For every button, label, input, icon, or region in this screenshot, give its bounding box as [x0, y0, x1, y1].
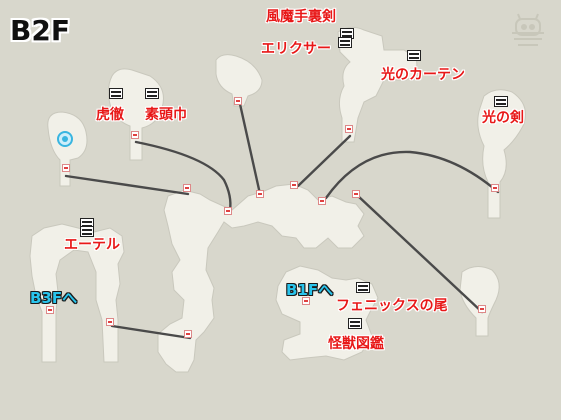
- door-icon[interactable]: [491, 184, 499, 192]
- label-ether: エーテル: [64, 237, 120, 253]
- door-icon[interactable]: [478, 305, 486, 313]
- treasure-chest-icon[interactable]: [80, 226, 94, 237]
- label-headband: 素頭巾: [145, 107, 187, 123]
- passage-bottom-left: [110, 324, 192, 340]
- mascot-logo-icon: [512, 13, 544, 46]
- label-light-sword: 光の剣: [482, 110, 524, 126]
- door-icon[interactable]: [345, 125, 353, 133]
- exit-down-label[interactable]: B3Fへ: [30, 289, 78, 307]
- door-icon[interactable]: [46, 306, 54, 314]
- door-icon[interactable]: [256, 190, 264, 198]
- room-ether: [29, 223, 125, 363]
- room-upper-mid: [215, 54, 263, 107]
- room-bottom-right: [459, 266, 500, 337]
- passage-left-top: [64, 174, 190, 196]
- treasure-chest-icon[interactable]: [145, 88, 159, 99]
- door-icon[interactable]: [106, 318, 114, 326]
- door-icon[interactable]: [234, 97, 242, 105]
- door-icon[interactable]: [131, 131, 139, 139]
- door-icon[interactable]: [290, 181, 298, 189]
- door-icon[interactable]: [184, 330, 192, 338]
- label-fuuma-shuriken: 風魔手裏剣: [266, 9, 336, 25]
- passage-kotetsu-curve: [134, 140, 232, 212]
- exit-up-label[interactable]: B1Fへ: [286, 281, 334, 299]
- treasure-chest-icon[interactable]: [109, 88, 123, 99]
- save-point-icon[interactable]: [57, 131, 73, 147]
- room-central: [157, 183, 365, 373]
- passage-right-curve: [324, 150, 500, 200]
- treasure-chest-icon[interactable]: [348, 318, 362, 329]
- label-light-curtain: 光のカーテン: [381, 67, 465, 83]
- passages: [64, 102, 500, 340]
- door-icon[interactable]: [183, 184, 191, 192]
- treasure-chest-icon[interactable]: [356, 282, 370, 293]
- room-top-right: [337, 26, 418, 143]
- passage-bottom-right: [356, 194, 484, 314]
- label-kotetsu: 虎徹: [96, 107, 124, 123]
- room-top-left: [47, 111, 88, 187]
- label-bestiary: 怪獣図鑑: [328, 336, 384, 352]
- passage-top-right: [296, 134, 352, 188]
- treasure-chest-icon[interactable]: [338, 37, 352, 48]
- floor-title: B2F: [10, 14, 70, 47]
- door-icon[interactable]: [302, 297, 310, 305]
- passage-upper-mid: [238, 102, 262, 196]
- treasure-chest-icon[interactable]: [494, 96, 508, 107]
- door-icon[interactable]: [62, 164, 70, 172]
- door-icon[interactable]: [318, 197, 326, 205]
- door-icon[interactable]: [224, 207, 232, 215]
- treasure-chest-icon[interactable]: [407, 50, 421, 61]
- room-phoenix: [275, 265, 379, 361]
- label-elixir: エリクサー: [261, 41, 331, 57]
- door-icon[interactable]: [352, 190, 360, 198]
- label-phoenix-tail: フェニックスの尾: [336, 298, 448, 314]
